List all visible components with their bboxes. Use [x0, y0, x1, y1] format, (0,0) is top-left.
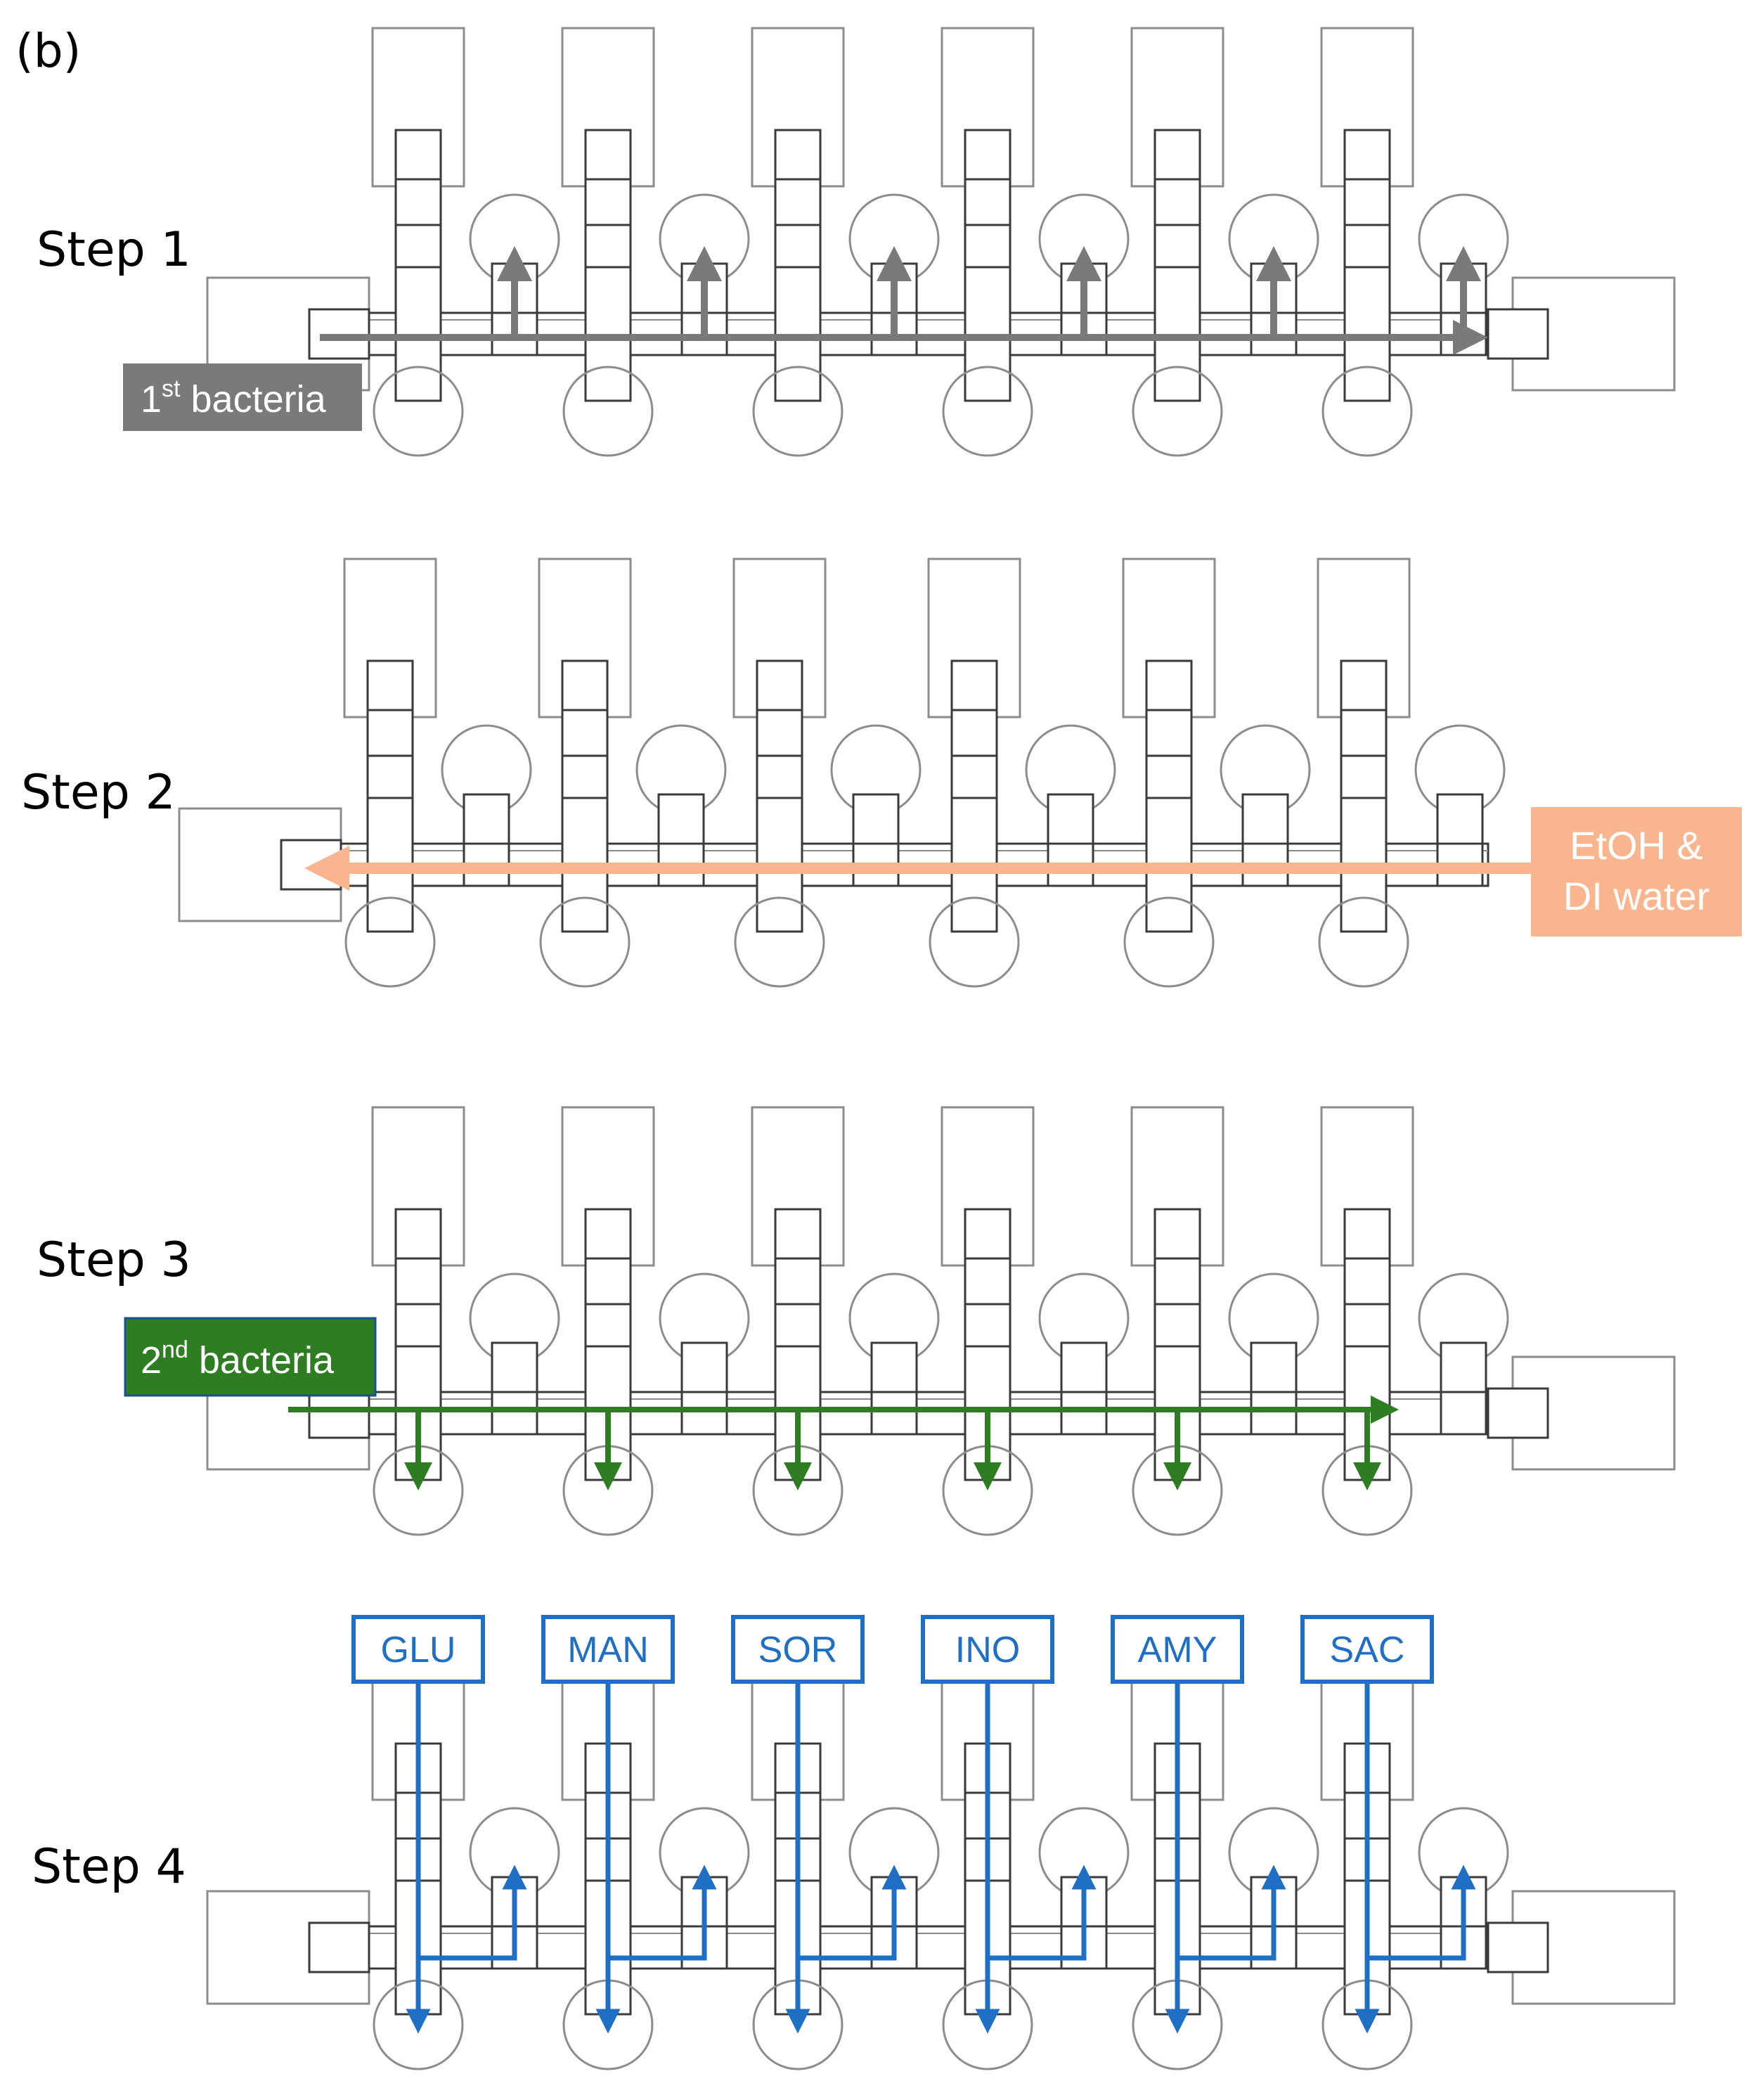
- bottom-well: [539, 896, 631, 988]
- bottom-well: [1123, 896, 1215, 988]
- sugar-label-box: [1111, 1615, 1244, 1684]
- reagent-tag-box: [123, 363, 362, 431]
- reagent-tag-box: [124, 1317, 377, 1397]
- bottom-well: [373, 366, 464, 457]
- sugar-label-text: SAC: [1330, 1630, 1405, 1670]
- reagent-tag-line-1: EtOH &: [1570, 823, 1703, 868]
- chip-outline: [206, 1640, 1676, 2070]
- reagent-tag-box: [1531, 807, 1742, 936]
- sugar-label-text: MAN: [567, 1630, 649, 1670]
- outlet-port-right-inner: [1487, 1921, 1549, 1973]
- step-label: Step 4: [32, 1839, 186, 1895]
- flow-arrow-branch: [608, 1864, 717, 1961]
- bottom-well: [734, 896, 825, 988]
- chip-outline: [206, 27, 1676, 457]
- reaction-column: [774, 1208, 822, 1481]
- flow-arrows: [406, 1682, 1476, 2034]
- sugar-label-text: GLU: [381, 1630, 456, 1670]
- bottom-well: [929, 896, 1020, 988]
- side-stub: [1440, 1341, 1487, 1436]
- reaction-column: [950, 659, 998, 933]
- bottom-well: [1132, 366, 1223, 457]
- side-stub: [491, 1341, 538, 1436]
- step-4-panel: Step 4 GLU MAN SOR INO AMY SAC: [32, 1615, 1676, 2070]
- reaction-column: [1153, 129, 1201, 402]
- step-label: Step 3: [37, 1232, 191, 1288]
- reaction-column: [1340, 659, 1388, 933]
- flow-arrow-branch: [418, 1864, 527, 1961]
- sugar-label-box: [1300, 1615, 1434, 1684]
- sugar-label-box: [731, 1615, 865, 1684]
- reaction-column: [756, 659, 803, 933]
- reaction-column: [964, 129, 1012, 402]
- sugar-labels: GLU MAN SOR INO AMY SAC: [351, 1615, 1434, 1684]
- sugar-label-text: AMY: [1138, 1630, 1217, 1670]
- flow-arrow-branch: [1367, 1864, 1476, 1961]
- bottom-well: [942, 366, 1033, 457]
- bottom-well: [562, 366, 654, 457]
- outlet-port-right-inner: [1487, 1387, 1549, 1439]
- chip-outline: [178, 558, 1506, 988]
- reaction-column: [394, 129, 442, 402]
- reaction-column: [366, 659, 414, 933]
- sugar-label-box: [541, 1615, 675, 1684]
- sugar-label-box: [921, 1615, 1054, 1684]
- chip-outline: [206, 1106, 1676, 1536]
- side-stub: [1250, 1341, 1298, 1436]
- bottom-well: [1318, 896, 1409, 988]
- step-2-panel: Step 2 EtOH & DI water: [21, 558, 1742, 988]
- step-label: Step 2: [21, 765, 176, 820]
- panel-label: (b): [15, 24, 81, 78]
- reaction-column: [774, 129, 822, 402]
- sugar-label-box: [351, 1615, 485, 1684]
- reagent-tag: 2nd bacteria: [141, 1336, 335, 1381]
- flow-arrows: [288, 1396, 1399, 1490]
- step-1-panel: Step 1 1st bacteria: [37, 27, 1676, 457]
- sugar-label-text: SOR: [758, 1630, 838, 1670]
- flow-arrows: [320, 246, 1488, 355]
- reaction-column: [1343, 129, 1391, 402]
- step-3-panel: Step 3 2nd bacteria: [37, 1106, 1676, 1536]
- step-label: Step 1: [37, 222, 191, 278]
- flow-arrow-branch: [1177, 1864, 1286, 1961]
- reaction-column: [1145, 659, 1193, 933]
- reaction-column: [584, 129, 632, 402]
- outlet-port-right-inner: [1487, 308, 1549, 360]
- reaction-column: [561, 659, 609, 933]
- flow-arrow-branch: [988, 1864, 1097, 1961]
- reagent-tag-line-2: DI water: [1563, 874, 1710, 918]
- bottom-well: [344, 896, 436, 988]
- reagent-tag: 1st bacteria: [141, 375, 327, 420]
- side-stub: [870, 1341, 918, 1436]
- sugar-label-text: INO: [955, 1630, 1020, 1670]
- side-stub: [1060, 1341, 1108, 1436]
- flow-arrow-branch: [798, 1864, 907, 1961]
- bottom-well: [752, 366, 844, 457]
- side-stub: [680, 1341, 728, 1436]
- inlet-port-left-inner: [308, 1921, 370, 1973]
- bottom-well: [1321, 366, 1413, 457]
